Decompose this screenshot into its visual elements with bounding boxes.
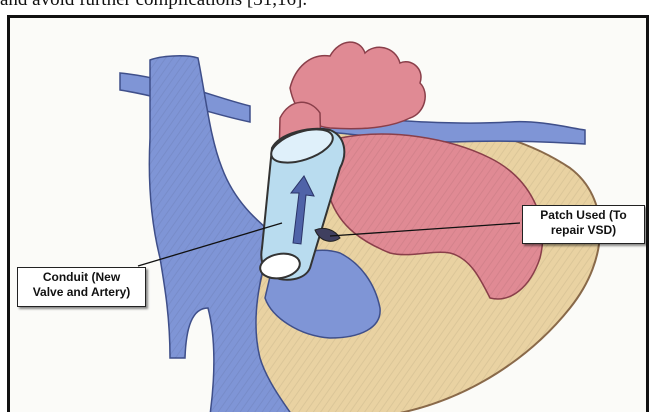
conduit-label-line2: Valve and Artery): [24, 285, 139, 300]
conduit-label: Conduit (New Valve and Artery): [17, 267, 146, 307]
patch-label: Patch Used (To repair VSD): [522, 205, 645, 244]
patch-label-line1: Patch Used (To: [529, 208, 638, 223]
patch-label-line2: repair VSD): [529, 223, 638, 238]
partial-caption-text: and avoid further complications [31,16].: [0, 0, 657, 12]
heart-diagram-frame: Patch Used (To repair VSD) Conduit (New …: [7, 15, 649, 412]
conduit-label-line1: Conduit (New: [24, 270, 139, 285]
